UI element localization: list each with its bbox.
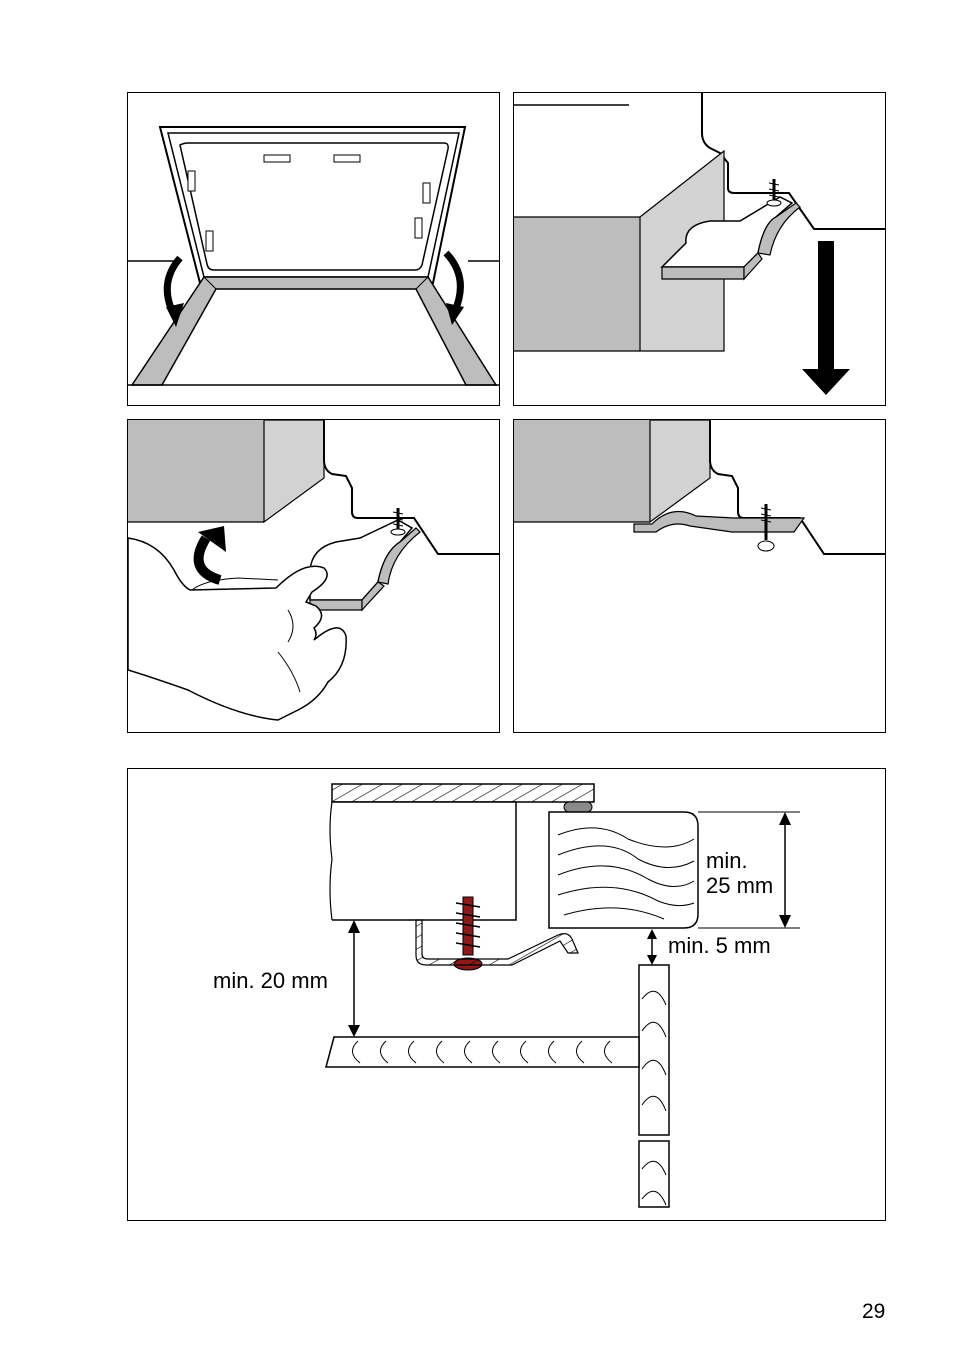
clamp-tight-drawing xyxy=(514,420,886,733)
dimension-label-min-5mm: min. 5 mm xyxy=(668,933,771,958)
seal-frame-drawing xyxy=(128,93,500,406)
step-4-clamp-tightened-illustration xyxy=(513,419,886,733)
cross-section-drawing xyxy=(128,769,886,1221)
clamp-down-drawing xyxy=(514,93,886,406)
dimension-label-min-25mm: min. 25 mm xyxy=(706,848,773,898)
step-1-seal-placement-illustration xyxy=(127,92,500,406)
step-3-hand-turning-clamp-illustration xyxy=(127,419,500,733)
page-number: 29 xyxy=(862,1300,885,1324)
dimension-label-min-20mm: min. 20 mm xyxy=(213,968,328,993)
installation-clearance-cross-section: min. 25 mm min. 5 mm min. 20 mm xyxy=(127,768,886,1221)
step-2-clamp-illustration xyxy=(513,92,886,406)
hand-clamp-drawing xyxy=(128,420,500,733)
